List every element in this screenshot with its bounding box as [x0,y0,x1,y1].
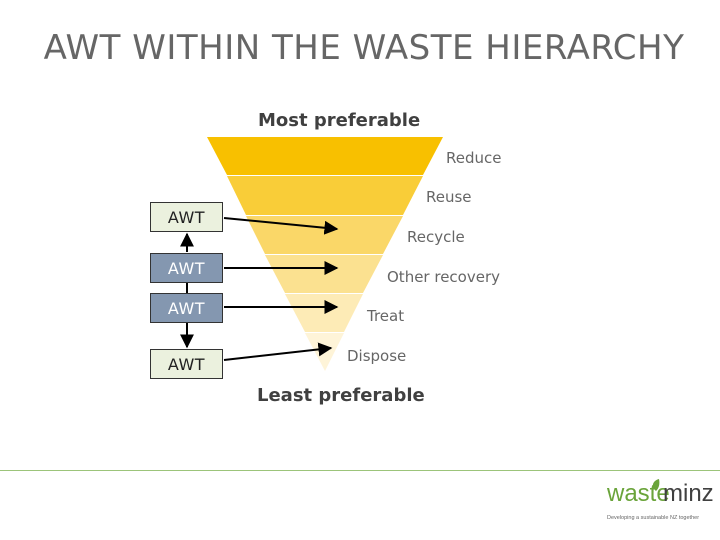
pyramid-band-dispose [305,333,344,371]
level-label-reduce: Reduce [446,149,501,167]
arrow-awt-to-recycle [223,217,339,235]
pyramid-band-reuse [227,176,423,215]
level-label-recycle: Recycle [407,228,465,246]
logo-word-waste: waste [607,480,670,507]
level-label-other-recovery: Other recovery [387,268,500,286]
least-preferable-label: Least preferable [257,385,425,406]
level-label-reuse: Reuse [426,188,472,206]
footer-divider [0,470,720,471]
pyramid-band-reduce [207,137,443,175]
level-label-dispose: Dispose [347,347,406,365]
awt-box-treat: AWT [150,293,223,323]
pyramid-band-other-recovery [265,255,383,293]
level-label-treat: Treat [366,307,404,325]
arrow-awt-to-dispose [223,342,333,361]
slide-title: AWT WITHIN THE WASTE HIERARCHY [43,28,685,68]
wasteminz-logo: waste minz Developing a sustainable NZ t… [605,478,714,526]
pyramid-band-treat [285,294,363,332]
awt-box-dispose: AWT [150,349,223,379]
most-preferable-label: Most preferable [258,110,420,131]
awt-box-other-recovery: AWT [150,253,223,283]
pyramid-band-recycle [246,216,403,254]
awt-box-recycle: AWT [150,202,223,232]
leaf-icon [652,479,660,491]
logo-tagline: Developing a sustainable NZ together [607,515,700,521]
logo-word-minz: minz [663,480,714,507]
